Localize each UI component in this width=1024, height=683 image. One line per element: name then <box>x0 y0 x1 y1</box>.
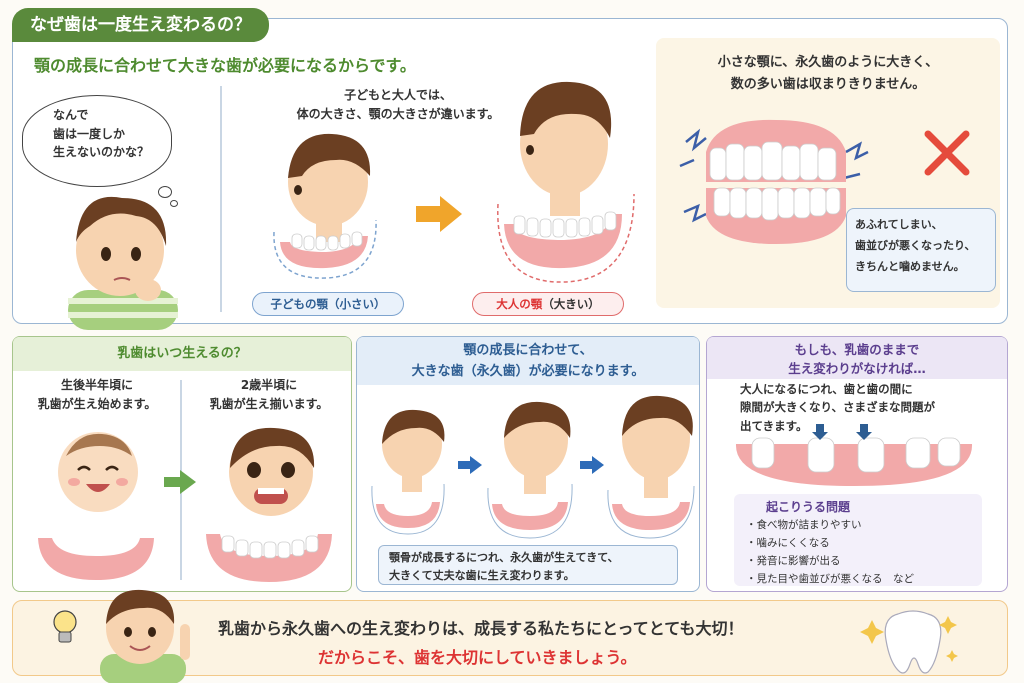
lightbulb-icon <box>53 610 77 643</box>
pointing-boy-illustration <box>100 589 190 683</box>
gapped-teeth-illustration <box>735 424 973 486</box>
warning-line: 小さな顎に、永久歯のように大きく、 <box>717 55 939 70</box>
growth-note: 顎骨が成長するにつれ、永久歯が生えてきて、 大きくて丈夫な歯に生え変わります。 <box>378 545 678 585</box>
adult-jaw-label-red: 大人の顎 <box>496 297 543 311</box>
warning-box-line: 歯並びが悪くなったり、 <box>855 238 976 252</box>
warning-line: 数の多い歯は収まりきりません。 <box>730 77 926 93</box>
desc-line: 隙間が大きくなり、さまざまな問題が <box>740 400 936 415</box>
page-title: なぜ歯は一度生え変わるの？ <box>12 8 269 42</box>
caption-line: 子どもと大人では、 <box>344 88 452 102</box>
list-item: 食べ物が詰まりやすい <box>746 517 970 535</box>
thought-line: 生えないのかな？ <box>53 145 150 160</box>
tooth-mascot-icon <box>860 610 958 674</box>
footer-message: 乳歯から永久歯への生え変わりは、成長する私たちにとってとても大切！ <box>218 619 744 638</box>
heading-line: 生え変わりがなければ… <box>788 361 926 377</box>
list-item: 発音に影響が出る <box>746 553 970 571</box>
baby-left-caption: 生後半年頃に 乳歯が生え始めます。 <box>22 376 172 414</box>
adult-jaw-label-rest: （大きい） <box>542 297 600 311</box>
child-profile-illustration <box>273 133 377 279</box>
section-divider <box>220 86 222 312</box>
growth-heading: 顎の成長に合わせて、 大きな歯（永久歯）が必要になります。 <box>357 337 699 385</box>
arrow-right-icon <box>458 456 482 474</box>
thought-dot <box>170 200 178 207</box>
heading-line: 大きな歯（永久歯）が必要になります。 <box>411 363 645 379</box>
baby-right-caption: 2歳半頃に 乳歯が生え揃います。 <box>194 376 344 414</box>
caption-line: 生後半年頃に <box>60 378 133 392</box>
problem-list-title: 起こりうる問題 <box>766 500 851 514</box>
list-item: 見た目や歯並びが悪くなる など <box>746 571 970 589</box>
warning-box-line: あふれてしまい、 <box>855 218 943 231</box>
desc-line: 大人になるにつれ、歯と歯の間に <box>740 382 913 396</box>
thought-line: 歯は一度しか <box>53 126 126 141</box>
baby-face-illustration <box>58 432 138 512</box>
cross-mark-icon <box>924 130 970 176</box>
note-line: 顎骨が成長するにつれ、永久歯が生えてきて、 <box>389 551 619 564</box>
adult-profile-illustration <box>497 81 635 283</box>
growth-stage-1-illustration <box>371 409 445 535</box>
problem-heading: もしも、乳歯のままで 生え変わりがなければ… <box>707 337 1007 379</box>
main-subtitle: 顎の成長に合わせて大きな歯が必要になるからです。 <box>34 56 416 75</box>
growth-stage-2-illustration <box>487 401 573 539</box>
caption-line: 乳歯が生え揃います。 <box>209 397 329 412</box>
warning-box-line: きちんと噛めません。 <box>855 259 965 273</box>
caption-line: 体の大きさ、顎の大きさが違います。 <box>296 107 500 122</box>
heading-line: 顎の成長に合わせて、 <box>463 343 593 358</box>
problem-description: 大人になるにつれ、歯と歯の間に 隙間が大きくなり、さまざまな問題が 出てきます。 <box>740 380 980 435</box>
thought-dot <box>158 186 172 198</box>
list-item: 噛みにくくなる <box>746 535 970 553</box>
growth-stage-3-illustration <box>607 395 695 539</box>
thought-line: なんで <box>53 108 89 122</box>
heading-line: もしも、乳歯のままで <box>794 342 920 357</box>
problem-list-box: 起こりうる問題 食べ物が詰まりやすい 噛みにくくなる 発音に影響が出る 見た目や… <box>734 494 982 586</box>
arrow-right-icon <box>580 456 604 474</box>
arrow-right-icon <box>416 196 462 232</box>
thought-bubble: なんで 歯は一度しか 生えないのかな？ <box>22 95 172 187</box>
toddler-teeth-illustration <box>206 534 332 582</box>
thinking-boy-illustration <box>68 196 178 330</box>
footer-call-to-action: だからこそ、歯を大切にしていきましょう。 <box>318 648 637 667</box>
note-line: 大きくて丈夫な歯に生え変わります。 <box>389 568 575 582</box>
warning-text: 小さな顎に、永久歯のように大きく、 数の多い歯は収まりきりません。 <box>656 52 1000 96</box>
baby-teeth-heading: 乳歯はいつ生えるの？ <box>13 337 351 371</box>
caption-line: 乳歯が生え始めます。 <box>37 397 157 412</box>
crowded-teeth-illustration <box>679 119 869 244</box>
adult-jaw-label: 大人の顎（大きい） <box>472 292 624 316</box>
child-jaw-label: 子どもの顎（小さい） <box>252 292 404 316</box>
toddler-face-illustration <box>229 427 315 516</box>
comparison-caption: 子どもと大人では、 体の大きさ、顎の大きさが違います。 <box>238 86 558 124</box>
caption-line: 2歳半頃に <box>240 378 298 392</box>
baby-gum-illustration <box>38 538 154 580</box>
warning-box: あふれてしまい、 歯並びが悪くなったり、 きちんと噛めません。 <box>846 208 996 292</box>
desc-line: 出てきます。 <box>740 418 808 433</box>
arrow-right-icon <box>164 470 196 494</box>
problem-list: 食べ物が詰まりやすい 噛みにくくなる 発音に影響が出る 見た目や歯並びが悪くなる… <box>746 517 970 588</box>
